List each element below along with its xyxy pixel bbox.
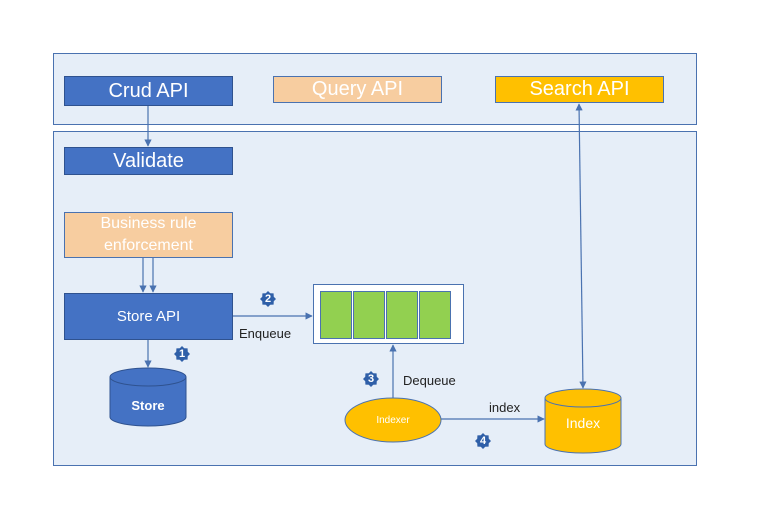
enqueue-label: Enqueue [239, 326, 292, 341]
queue-slot [386, 291, 418, 339]
queue-slot [320, 291, 352, 339]
crud-api-box: Crud API [64, 76, 233, 106]
step-badge-3: 3 [363, 371, 379, 387]
validate-box: Validate [64, 147, 233, 175]
index-label: Index [565, 415, 601, 431]
index-edge-label: index [489, 400, 521, 415]
step-badge-1: 1 [174, 346, 190, 362]
dequeue-label: Dequeue [403, 373, 456, 388]
store-label: Store [131, 397, 165, 413]
step-badge-2: 2 [260, 291, 276, 307]
business-rule-box: Business rule enforcement [64, 212, 233, 258]
query-api-box: Query API [273, 76, 442, 103]
search-api-box: Search API [495, 76, 664, 103]
queue-slot [353, 291, 385, 339]
store-api-box: Store API [64, 293, 233, 340]
indexer-label: Indexer [376, 414, 410, 426]
queue-slot [419, 291, 451, 339]
step-badge-4: 4 [475, 433, 491, 449]
queue [313, 284, 464, 344]
